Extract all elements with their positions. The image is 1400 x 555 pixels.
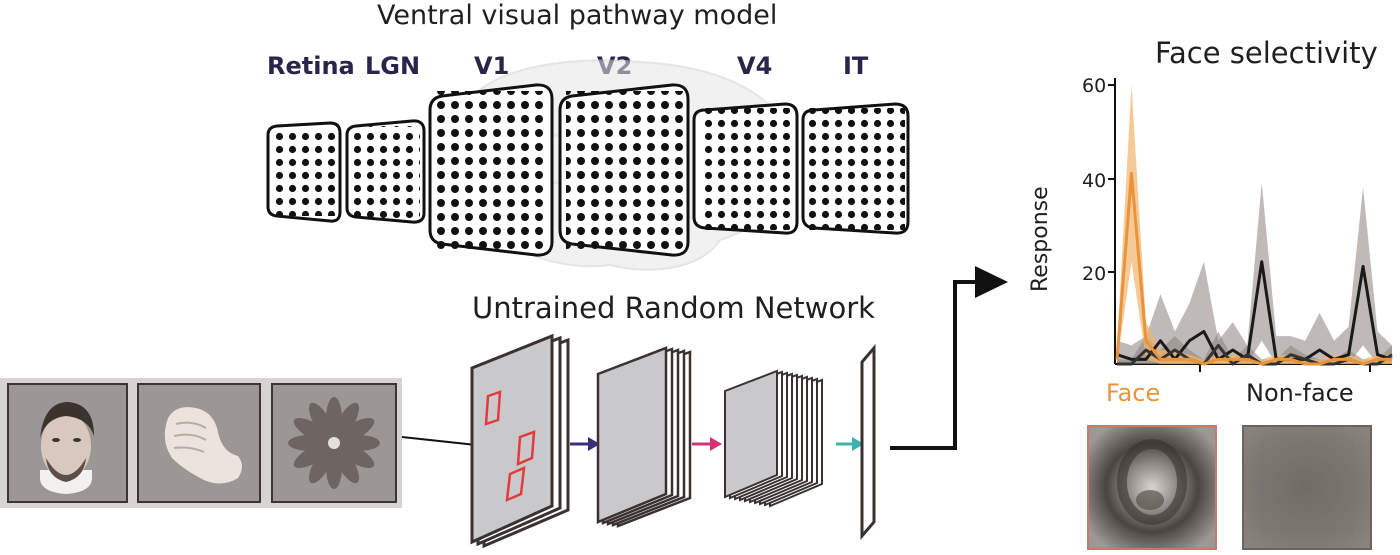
magenta-arrow bbox=[692, 437, 722, 451]
final-layer bbox=[860, 343, 876, 541]
y-tick-label: 20 bbox=[1082, 263, 1107, 285]
network-title: Untrained Random Network bbox=[472, 291, 875, 325]
layer-v1 bbox=[428, 83, 554, 257]
flower-image bbox=[288, 397, 380, 489]
stage-label-it: IT bbox=[843, 52, 869, 80]
purple-arrow bbox=[570, 437, 600, 451]
stage-label-lgn: LGN bbox=[365, 52, 421, 80]
conv-stack-1 bbox=[470, 333, 570, 549]
conv-stack-2 bbox=[596, 346, 692, 528]
layer-v2 bbox=[558, 83, 690, 257]
hand-image bbox=[164, 407, 242, 484]
layer-retina bbox=[266, 121, 342, 223]
stage-label-v4: V4 bbox=[737, 52, 773, 80]
chart-series-layer bbox=[1115, 85, 1393, 366]
layer-lgn bbox=[345, 119, 426, 224]
selectivity-title: Face selectivity bbox=[1155, 36, 1378, 70]
layer-it bbox=[801, 102, 910, 235]
series-line-0 bbox=[1115, 171, 1392, 366]
y-tick-label: 40 bbox=[1082, 170, 1107, 192]
face-group-label: Face bbox=[1106, 379, 1161, 407]
nonface-group-label: Non-face bbox=[1246, 379, 1354, 407]
series-line-1 bbox=[1116, 260, 1393, 361]
layer-v4 bbox=[692, 102, 799, 235]
output-arrow bbox=[890, 266, 1008, 450]
series-band-1 bbox=[1117, 182, 1392, 364]
conv-stack-3 bbox=[724, 369, 823, 508]
face-image bbox=[40, 402, 94, 494]
face-preferred-image bbox=[1087, 425, 1217, 550]
y-tick-label: 60 bbox=[1082, 75, 1107, 97]
stage-label-retina: Retina bbox=[267, 52, 355, 80]
nonface-preferred-image bbox=[1242, 425, 1372, 550]
teal-arrow bbox=[836, 437, 864, 451]
model-title: Ventral visual pathway model bbox=[377, 0, 778, 31]
